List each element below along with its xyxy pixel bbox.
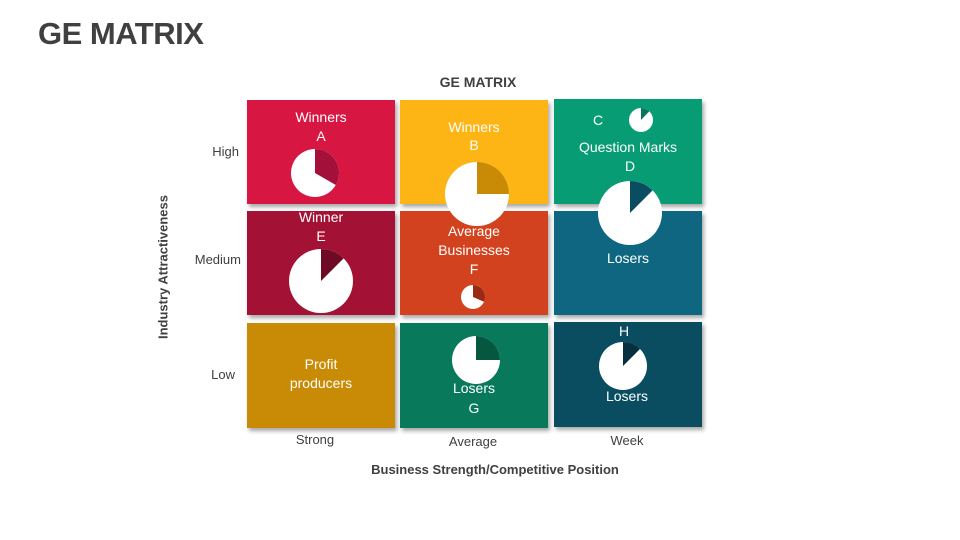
page-title: GE MATRIX xyxy=(38,16,204,51)
row-label-high: High xyxy=(212,144,239,159)
cell-label: Winners xyxy=(448,119,500,135)
pie-chart-b xyxy=(445,162,509,226)
col-label-week: Week xyxy=(610,433,644,448)
cell-letter-c: C xyxy=(592,112,604,128)
pie-chart-e xyxy=(289,249,353,313)
cell-letter: G xyxy=(468,400,480,416)
col-label-average: Average xyxy=(448,434,498,449)
row-label-medium: Medium xyxy=(194,252,241,267)
pie-chart-c xyxy=(629,107,653,132)
cell-label: Question Marks xyxy=(578,139,678,155)
cell-letter: H xyxy=(618,323,630,339)
cell-low-strong: Profit producers xyxy=(247,323,395,428)
col-label-strong: Strong xyxy=(295,432,335,447)
cell-medium-average: Average Businesses F xyxy=(400,211,548,315)
x-axis-label: Business Strength/Competitive Position xyxy=(371,462,619,477)
pie-chart-d xyxy=(598,181,662,245)
cell-label-line1: Profit xyxy=(304,356,338,372)
cell-letter: F xyxy=(469,261,479,277)
cell-letter-d: D xyxy=(624,158,636,174)
pie-chart-h xyxy=(599,341,647,390)
chart-title: GE MATRIX xyxy=(439,74,517,90)
cell-label-line2: Businesses xyxy=(438,242,510,258)
cell-label-line1: Average xyxy=(448,223,500,239)
cell-label-line2: producers xyxy=(289,375,353,391)
cell-letter: A xyxy=(316,128,326,144)
cell-label: Winner xyxy=(298,209,344,225)
pie-chart-g xyxy=(452,336,500,384)
pie-chart-f xyxy=(461,285,486,309)
cell-label: Winners xyxy=(295,109,347,125)
pie-chart-a xyxy=(291,149,340,197)
cell-label: Losers xyxy=(605,388,649,404)
cell-label: Losers xyxy=(606,250,650,266)
row-label-low: Low xyxy=(211,367,235,382)
cell-letter: E xyxy=(316,228,326,244)
cell-letter: B xyxy=(469,137,479,153)
cell-label: Losers xyxy=(452,380,496,396)
